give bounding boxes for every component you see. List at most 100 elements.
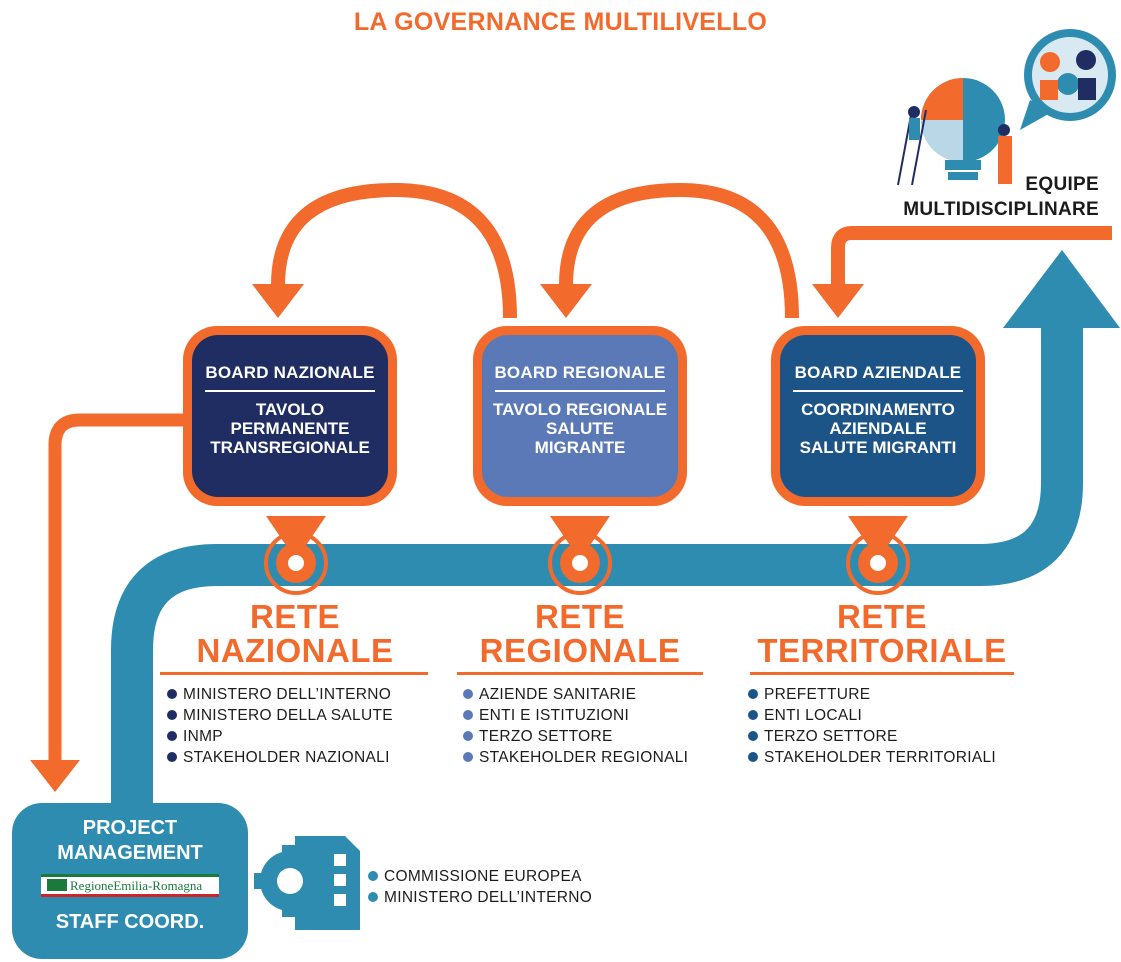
- board-aziendale-body: COORDINAMENTO AZIENDALE SALUTE MIGRANTI: [780, 400, 976, 457]
- board-body-line: TRANSREGIONALE: [210, 438, 370, 457]
- board-divider: [495, 390, 665, 392]
- project-title-line2: MANAGEMENT: [57, 842, 203, 864]
- page-title: LA GOVERNANCE MULTILIVELLO: [353, 8, 768, 36]
- list-item-text: STAKEHOLDER NAZIONALI: [183, 749, 390, 766]
- bullet-dot: [463, 752, 473, 762]
- rete-territoriale-list: PREFETTURE ENTI LOCALI TERZO SETTORE STA…: [748, 684, 996, 768]
- rete-line2: TERRITORIALE: [757, 632, 1007, 669]
- board-aziendale-heading: BOARD AZIENDALE: [794, 363, 962, 382]
- rete-nazionale-rule: [160, 672, 428, 675]
- rete-regionale-heading: RETE REGIONALE: [455, 600, 705, 668]
- arrow-equipe-to-aziendale: [831, 226, 1112, 285]
- project-list: COMMISSIONE EUROPEA MINISTERO DELL’INTER…: [368, 866, 592, 908]
- bullet-dot: [463, 731, 473, 741]
- board-regionale-body: TAVOLO REGIONALE SALUTE MIGRANTE: [482, 400, 678, 457]
- board-body-line: SALUTE MIGRANTI: [799, 438, 957, 457]
- pin-regionale: [548, 516, 612, 595]
- board-body-line: SALUTE: [546, 419, 614, 438]
- list-item: ENTI E ISTITUZIONI: [463, 705, 688, 726]
- list-item: PREFETTURE: [748, 684, 996, 705]
- arrow-head-aziendale: [812, 284, 864, 318]
- bullet-dot: [167, 752, 177, 762]
- board-aziendale: BOARD AZIENDALE COORDINAMENTO AZIENDALE …: [771, 326, 985, 506]
- list-item: AZIENDE SANITARIE: [463, 684, 688, 705]
- list-item-text: PREFETTURE: [764, 686, 871, 703]
- people-speech-bubble-icon: [1020, 29, 1116, 130]
- list-item-text: ENTI LOCALI: [764, 707, 863, 724]
- list-item: TERZO SETTORE: [463, 726, 688, 747]
- logo-text: RegioneEmilia-Romagna: [70, 878, 203, 893]
- rete-line1: RETE: [534, 598, 625, 635]
- bullet-dot: [748, 731, 758, 741]
- rete-regionale-rule: [457, 672, 703, 675]
- rete-line2: NAZIONALE: [196, 632, 394, 669]
- board-regionale: BOARD REGIONALE TAVOLO REGIONALE SALUTE …: [473, 326, 687, 506]
- logo-flag-icon: [47, 879, 67, 891]
- puzzle-lightbulb-illustration: [897, 78, 1012, 186]
- list-item-text: ENTI E ISTITUZIONI: [479, 707, 630, 724]
- rete-line1: RETE: [836, 598, 927, 635]
- board-body-line: AZIENDALE: [829, 419, 927, 438]
- bullet-dot: [167, 689, 177, 699]
- equipe-line2: MULTIDISCIPLINARE: [903, 199, 1099, 220]
- equipe-label: EQUIPE MULTIDISCIPLINARE: [903, 172, 1099, 222]
- rete-territoriale-rule: [750, 672, 1014, 675]
- rete-territoriale-heading: RETE TERRITORIALE: [748, 600, 1016, 668]
- staff-coord-label: STAFF COORD.: [55, 911, 205, 933]
- pin-nazionale: [264, 516, 328, 595]
- rete-nazionale-heading: RETE NAZIONALE: [160, 600, 430, 668]
- bullet-dot: [167, 731, 177, 741]
- board-nazionale-heading: BOARD NAZIONALE: [205, 363, 375, 382]
- board-nazionale-inner: BOARD NAZIONALE TAVOLO PERMANENTE TRANSR…: [192, 335, 388, 497]
- arrow-aziendale-to-regional: [559, 182, 799, 319]
- bullet-dot: [463, 689, 473, 699]
- bullet-dot: [167, 710, 177, 720]
- board-regionale-heading: BOARD REGIONALE: [494, 363, 666, 382]
- bullet-dot: [368, 871, 378, 881]
- arrow-head-national: [252, 284, 304, 318]
- list-item-text: STAKEHOLDER TERRITORIALI: [764, 749, 997, 766]
- rete-nazionale-list: MINISTERO DELL’INTERNO MINISTERO DELLA S…: [167, 684, 393, 768]
- board-aziendale-inner: BOARD AZIENDALE COORDINAMENTO AZIENDALE …: [780, 335, 976, 497]
- list-item: STAKEHOLDER NAZIONALI: [167, 747, 393, 768]
- equipe-line1: EQUIPE: [1025, 174, 1099, 195]
- list-item-text: TERZO SETTORE: [479, 728, 613, 745]
- pin-territoriale: [846, 516, 910, 595]
- board-body-line: MIGRANTE: [534, 438, 626, 457]
- list-item-text: AZIENDE SANITARIE: [479, 686, 637, 703]
- list-item: MINISTERO DELL’INTERNO: [368, 887, 592, 908]
- board-nazionale-body: TAVOLO PERMANENTE TRANSREGIONALE: [192, 400, 388, 457]
- list-item-text: INMP: [183, 728, 223, 745]
- board-body-line: TAVOLO: [255, 400, 325, 419]
- list-item-text: STAKEHOLDER REGIONALI: [479, 749, 689, 766]
- project-title-line1: PROJECT: [82, 817, 178, 839]
- list-item: COMMISSIONE EUROPEA: [368, 866, 592, 887]
- list-item: STAKEHOLDER REGIONALI: [463, 747, 688, 768]
- bullet-dot: [748, 710, 758, 720]
- teal-road-arrowhead: [1003, 250, 1120, 328]
- project-management-title: PROJECT MANAGEMENT: [12, 816, 248, 866]
- bullet-dot: [463, 710, 473, 720]
- board-body-line: COORDINAMENTO: [801, 400, 955, 419]
- board-body-line: TAVOLO REGIONALE: [492, 400, 668, 419]
- rete-line1: RETE: [249, 598, 340, 635]
- rete-regionale-list: AZIENDE SANITARIE ENTI E ISTITUZIONI TER…: [463, 684, 688, 768]
- board-regionale-inner: BOARD REGIONALE TAVOLO REGIONALE SALUTE …: [482, 335, 678, 497]
- gear-document-icon: [254, 836, 360, 930]
- project-management-box: PROJECT MANAGEMENT RegioneEmilia-Romagna…: [12, 803, 248, 959]
- arrow-national-to-project: [48, 413, 200, 760]
- bullet-dot: [748, 752, 758, 762]
- list-item-text: MINISTERO DELLA SALUTE: [183, 707, 393, 724]
- list-item: TERZO SETTORE: [748, 726, 996, 747]
- list-item: ENTI LOCALI: [748, 705, 996, 726]
- board-nazionale: BOARD NAZIONALE TAVOLO PERMANENTE TRANSR…: [183, 326, 397, 506]
- list-item: STAKEHOLDER TERRITORIALI: [748, 747, 996, 768]
- arrow-head-regional: [540, 284, 592, 318]
- arrow-regional-to-national: [271, 182, 517, 319]
- board-divider: [793, 390, 963, 392]
- list-item-text: MINISTERO DELL’INTERNO: [183, 686, 392, 703]
- board-divider: [205, 390, 375, 392]
- bullet-dot: [368, 892, 378, 902]
- list-item-text: TERZO SETTORE: [764, 728, 898, 745]
